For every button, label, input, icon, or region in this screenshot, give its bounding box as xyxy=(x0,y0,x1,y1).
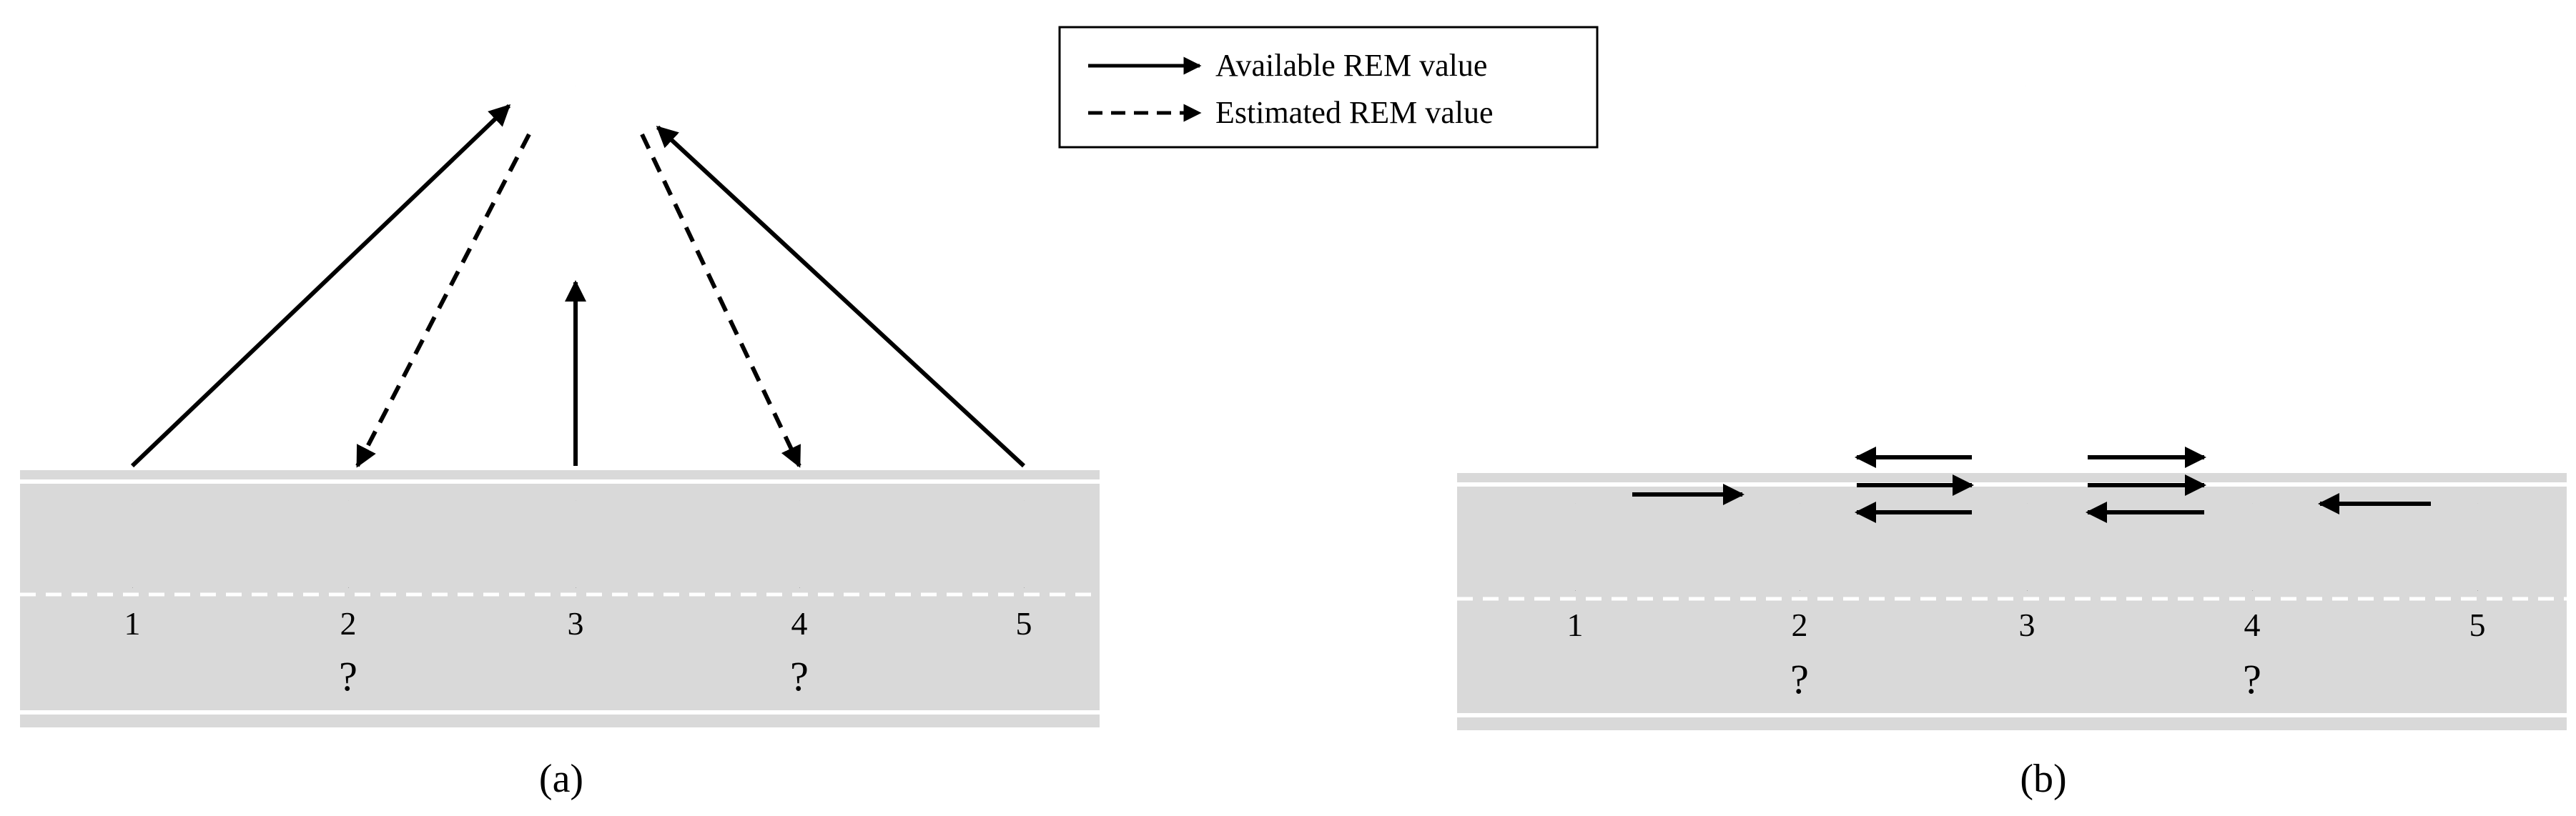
road-surface xyxy=(1457,473,2567,730)
legend-solid-label: Available REM value xyxy=(1215,48,1487,83)
car-number: 2 xyxy=(340,605,357,642)
panel-a-links xyxy=(130,104,1026,468)
vehicle-b-2: 2 ? xyxy=(1790,503,1809,702)
legend-box xyxy=(1058,26,1599,149)
link-solid-car5 xyxy=(656,125,1026,468)
vehicle-b-4: 4 ? xyxy=(2243,503,2261,702)
vehicle-b-3: 3 xyxy=(2019,503,2035,643)
car-number: 2 xyxy=(1792,607,1808,643)
panel-b-cars: 1 2 ? 3 4 ? xyxy=(1567,503,2486,702)
vehicle-b-1: 1 xyxy=(1567,503,1584,643)
vehicle-a-5: 5 xyxy=(1016,500,1032,642)
unknown-mark: ? xyxy=(790,653,809,700)
legend-dashed-label: Estimated REM value xyxy=(1215,95,1494,130)
car-number: 1 xyxy=(1567,607,1584,643)
car-number: 5 xyxy=(1016,605,1032,642)
panel-a-cars: 1 2 ? 3 4 ? xyxy=(124,500,1032,700)
panel-a: 1 2 ? 3 4 ? xyxy=(20,86,1100,801)
vehicle-a-1: 1 xyxy=(124,500,141,642)
car-number: 3 xyxy=(2019,607,2035,643)
link-dashed-car2 xyxy=(355,133,531,468)
unknown-mark: ? xyxy=(339,653,357,700)
car-number: 5 xyxy=(2469,607,2486,643)
panel-caption: (b) xyxy=(2020,757,2066,801)
panel-caption: (a) xyxy=(539,757,583,801)
unknown-mark: ? xyxy=(2243,656,2261,702)
road-b xyxy=(1457,473,2567,730)
vehicle-b-5: 5 xyxy=(2469,503,2486,643)
road-surface xyxy=(20,470,1100,727)
panel-b: 1 2 ? 3 4 ? xyxy=(1457,86,2567,801)
panel-b-links xyxy=(1632,447,2431,523)
link-dashed-car4 xyxy=(640,133,801,468)
unknown-mark: ? xyxy=(1790,656,1809,702)
road-a xyxy=(20,470,1100,727)
vehicle-a-4: 4 ? xyxy=(790,500,809,700)
legend: Available REM value Estimated REM value xyxy=(1058,26,1599,149)
link-solid-car1 xyxy=(130,104,511,468)
car-number: 3 xyxy=(568,605,584,642)
vehicle-a-3: 3 xyxy=(568,500,584,642)
car-number: 4 xyxy=(2244,607,2261,643)
car-number: 4 xyxy=(791,605,808,642)
car-number: 1 xyxy=(124,605,141,642)
vehicle-a-2: 2 ? xyxy=(339,500,357,700)
